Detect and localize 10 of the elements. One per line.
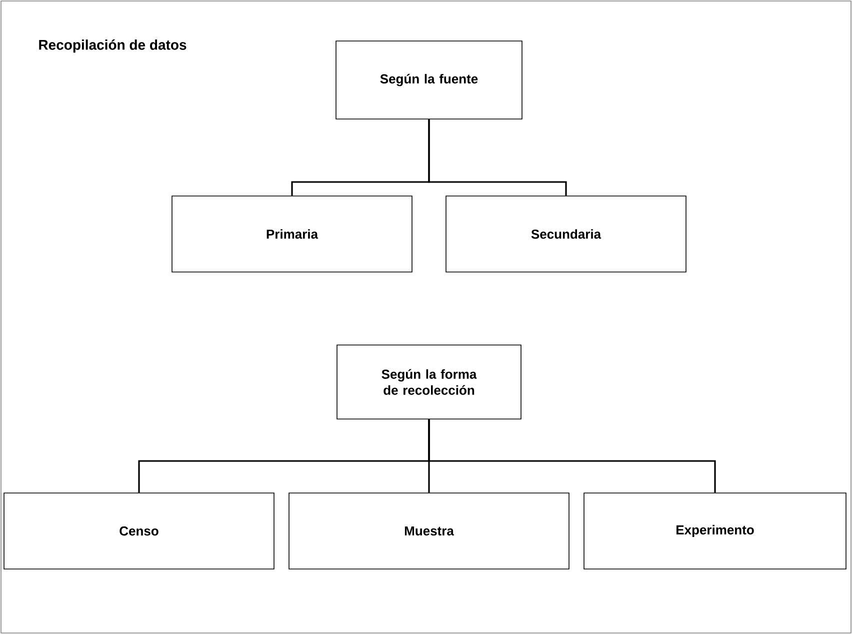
- connector-line: [428, 119, 567, 196]
- category-box: Primaria: [172, 196, 412, 272]
- category-box: Según la forma de recolección: [336, 344, 522, 420]
- category-box: Muestra: [288, 492, 570, 570]
- category-box: Censo: [4, 492, 274, 570]
- category-box: Secundaria: [446, 196, 686, 272]
- title: Recopilación de datos: [39, 39, 186, 53]
- category-box: Según la fuente: [336, 40, 522, 120]
- connector-line: [428, 419, 716, 493]
- category-box: Experimento: [584, 492, 846, 570]
